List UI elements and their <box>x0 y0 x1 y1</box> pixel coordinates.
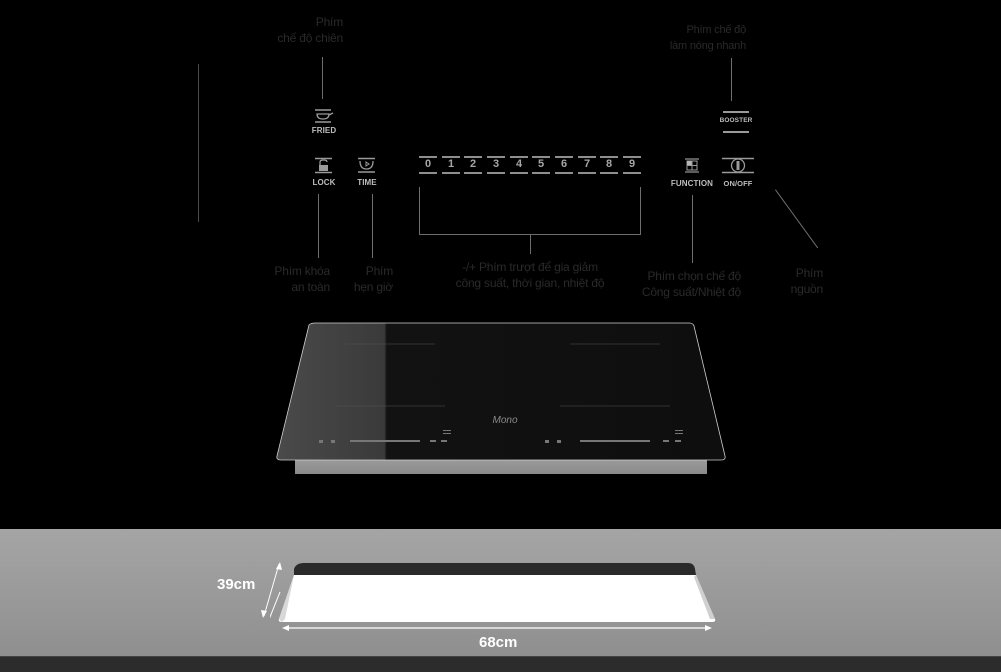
callout-time-line1: Phím <box>365 264 393 278</box>
slider-bracket <box>419 187 641 235</box>
callout-time: Phím hẹn giờ <box>330 263 393 295</box>
power-icon <box>722 157 754 174</box>
callout-time-line2: hẹn giờ <box>353 280 393 294</box>
callout-fried: Phím chế độ chiên <box>240 14 343 46</box>
svg-text:Mono: Mono <box>492 415 517 426</box>
function-button[interactable]: FUNCTION <box>670 158 714 190</box>
onoff-label: ON/OFF <box>723 179 753 188</box>
lock-label: LOCK <box>312 178 336 187</box>
callout-lock-line2: an toàn <box>291 280 330 294</box>
time-label: TIME <box>357 178 377 187</box>
callout-booster-line2: làm nóng nhanh <box>669 40 746 52</box>
leader-function <box>692 195 693 263</box>
slider-digit-6[interactable]: 6 <box>555 156 573 174</box>
callout-lock-line1: Phím khóa <box>274 264 330 278</box>
leader-fried <box>322 57 323 99</box>
callout-function-line1: Phím chọn chế độ <box>647 269 741 283</box>
booster-bottom-bar <box>723 131 749 133</box>
callout-booster-line1: Phím chế độ <box>686 24 746 36</box>
callout-fried-line2: chế độ chiên <box>277 31 343 45</box>
leader-time <box>372 194 373 258</box>
callout-fried-line1: Phím <box>315 15 343 29</box>
fried-button[interactable]: FRIED <box>310 108 338 138</box>
lock-button[interactable]: LOCK <box>310 157 338 189</box>
frying-pan-icon <box>315 109 334 123</box>
depth-arrow-icon <box>261 562 282 618</box>
booster-label: BOOSTER <box>719 117 753 124</box>
leader-lock <box>318 194 319 258</box>
callout-lock: Phím khóa an toàn <box>250 263 330 295</box>
slider-digit-9[interactable]: 9 <box>623 156 641 174</box>
slider-digit-4[interactable]: 4 <box>510 156 528 174</box>
callout-power-line1: Phím <box>795 266 823 280</box>
callout-slider-line2: công suất, thời gian, nhiệt độ <box>455 276 605 290</box>
booster-top-bar <box>723 111 749 113</box>
padlock-icon <box>315 157 332 174</box>
cutout-illustration <box>263 555 730 635</box>
induction-cooktop-illustration: Mono <box>276 322 726 474</box>
callout-power: Phím nguồn <box>770 265 824 297</box>
time-button[interactable]: TIME <box>353 157 381 189</box>
fried-label: FRIED <box>311 126 337 135</box>
function-label: FUNCTION <box>670 179 714 188</box>
bottom-strip <box>0 656 1001 672</box>
callout-power-line2: nguồn <box>790 282 824 296</box>
cooktop-image: Mono <box>275 322 727 477</box>
callout-function: Phím chọn chế độ Công suất/Nhiệt độ <box>620 268 741 300</box>
leader-booster <box>731 58 732 101</box>
slider-digit-8[interactable]: 8 <box>600 156 618 174</box>
cutout-shape <box>263 563 716 633</box>
function-grid-icon <box>685 158 699 173</box>
booster-button[interactable]: BOOSTER <box>720 111 752 133</box>
callout-booster: Phím chế độ làm nóng nhanh <box>640 22 746 54</box>
slider-digit-7[interactable]: 7 <box>578 156 596 174</box>
depth-dimension: 39cm <box>217 576 256 593</box>
slider-digit-5[interactable]: 5 <box>532 156 550 174</box>
slider-digit-3[interactable]: 3 <box>487 156 505 174</box>
callout-slider: -/+ Phím trượt để gia giảm công suất, th… <box>430 259 630 291</box>
width-dimension: 68cm <box>479 634 518 651</box>
leader-power <box>775 189 819 249</box>
leader-slider <box>530 235 531 254</box>
slider-digit-2[interactable]: 2 <box>464 156 482 174</box>
slider-digit-0[interactable]: 0 <box>419 156 437 174</box>
onoff-button[interactable]: ON/OFF <box>720 156 756 190</box>
callout-slider-line1: -/+ Phím trượt để gia giảm <box>462 260 598 274</box>
slider-digit-1[interactable]: 1 <box>442 156 460 174</box>
callout-function-line2: Công suất/Nhiệt độ <box>641 285 741 299</box>
divider-line <box>198 64 199 222</box>
timer-icon <box>358 157 375 173</box>
